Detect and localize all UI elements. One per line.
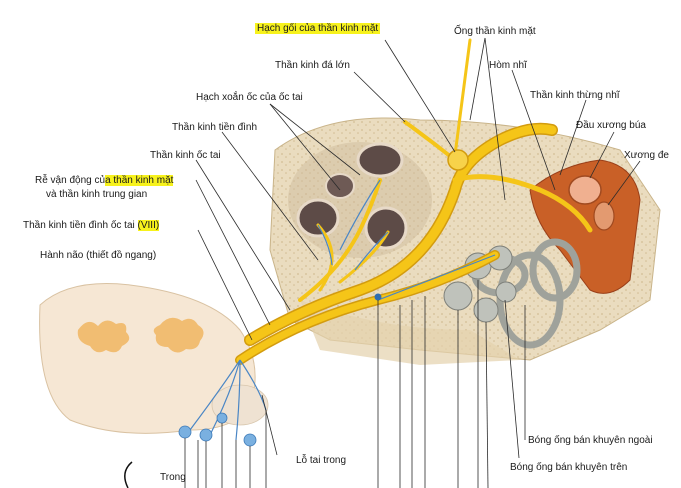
bracket-mark — [124, 461, 133, 488]
label-cochlear-nerve: Thần kinh ốc tai — [150, 150, 221, 161]
facial-nerve — [244, 38, 593, 346]
label-facial-canal: Ống thần kinh mặt — [454, 26, 536, 37]
incus — [593, 201, 615, 231]
malleus-head — [568, 175, 602, 205]
label-facial-motor-root: Rễ vận động của thần kinh mặt — [35, 175, 174, 186]
motor-root-text-highlight: a thần kinh mặt — [105, 175, 174, 186]
motor-root-text-prefix: Rễ vận động củ — [35, 175, 106, 186]
cochlea — [288, 142, 432, 258]
label-vestibulocochlear-nerve: Thần kinh tiền đình ốc tai (VIII) — [23, 220, 160, 231]
viii-text-highlight: (VIII) — [137, 220, 160, 231]
label-tympanic-cavity: Hòm nhĩ — [489, 60, 527, 71]
geniculate-ganglion — [447, 149, 469, 171]
vestibular-ganglion-dot — [374, 293, 382, 301]
brainstem-nuclei-blue — [178, 412, 257, 447]
label-lateral-ampulla: Bóng ống bán khuyên ngoài — [528, 435, 653, 446]
label-internal-acoustic-meatus: Lỗ tai trong — [296, 455, 347, 466]
medulla-nucleus-right — [153, 317, 204, 353]
label-incus: Xương đe — [624, 150, 669, 161]
viii-text-prefix: Thần kinh tiền đình ốc tai — [23, 220, 138, 231]
label-vestibular-nerve: Thần kinh tiền đình — [172, 122, 258, 133]
label-chorda-tympani: Thần kinh thừng nhĩ — [530, 90, 620, 101]
label-superior-ampulla: Bóng ống bán khuyên trên — [510, 462, 628, 473]
label-geniculate-ganglion: Hạch gối của thần kinh mặt — [255, 23, 381, 34]
label-spiral-ganglion: Hạch xoắn ốc của ốc tai — [196, 92, 303, 103]
label-medial: Trong — [160, 472, 186, 483]
medulla-nucleus-left — [77, 320, 130, 353]
label-greater-petrosal-nerve: Thần kinh đá lớn — [275, 60, 350, 71]
label-malleus-head: Đầu xương búa — [576, 120, 646, 131]
leader-lines — [184, 37, 641, 488]
bone-lower-area — [300, 300, 520, 365]
label-nervus-intermedius: và thần kinh trung gian — [46, 189, 148, 200]
label-medulla: Hành não (thiết đồ ngang) — [40, 250, 157, 261]
